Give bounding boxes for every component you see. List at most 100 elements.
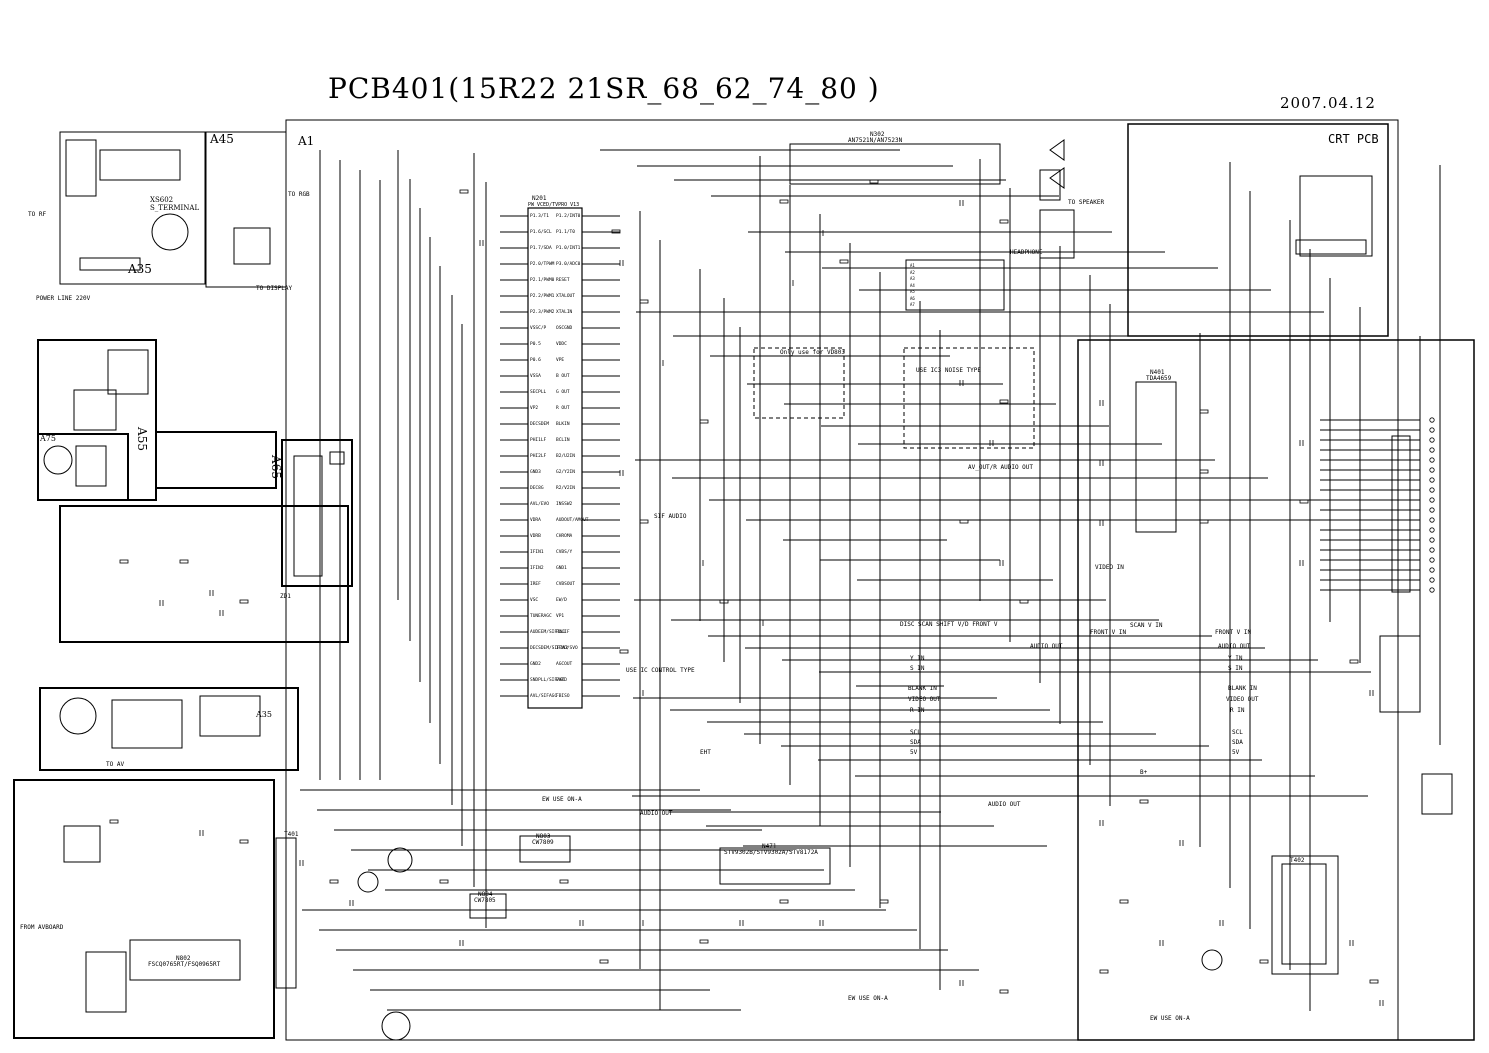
mcu-right-pin-label: PLLIF bbox=[556, 630, 570, 635]
net-label: AUDIO OUT bbox=[1030, 643, 1063, 650]
regulator-n804-outline bbox=[469, 893, 507, 919]
mcu-right-pin-label: VPE bbox=[556, 358, 565, 363]
net-label: BLANK IN bbox=[908, 685, 937, 692]
horiz-out-name: T402 bbox=[1290, 857, 1305, 864]
net-label: AUDIO OUT bbox=[1218, 643, 1251, 650]
legend-row: A1 bbox=[910, 263, 915, 268]
mcu-right-pin-label: GND1 bbox=[556, 566, 567, 571]
mcu-right-pin-label: VP1 bbox=[556, 614, 565, 619]
block-label-a45: A45 bbox=[210, 132, 234, 146]
net-label: EHT bbox=[700, 749, 711, 756]
connector-block-a75 bbox=[37, 433, 129, 501]
mcu-right-pin-label: B2/U2IN bbox=[556, 454, 575, 459]
mcu-left-pin-label: P0.6 bbox=[530, 358, 541, 363]
mcu-left-pin-label: AUDEEM/SIFIN1 bbox=[530, 630, 566, 635]
mcu-left-pin-label: GND3 bbox=[530, 470, 541, 475]
tuner-name: ZD1 bbox=[280, 593, 291, 600]
net-label: Y IN bbox=[1228, 655, 1243, 662]
main-mcu-outline bbox=[527, 207, 583, 709]
net-label: TO DISPLAY bbox=[256, 285, 293, 292]
net-label: USE IC CONTROL TYPE bbox=[626, 667, 695, 674]
mcu-right-pin-label: R2/V2IN bbox=[556, 486, 575, 491]
regulator-n803-outline bbox=[519, 835, 571, 863]
mcu-left-pin-label: DECSDEM/SIFIN2 bbox=[530, 646, 568, 651]
net-label: VIDEO OUT bbox=[1226, 696, 1259, 703]
mcu-left-pin-label: VSC bbox=[530, 598, 539, 603]
mcu-left-pin-label: DEC8G bbox=[530, 486, 544, 491]
mcu-left-pin-label: PHI1LF bbox=[530, 438, 547, 443]
regulator2-desc: CW7805 bbox=[474, 897, 496, 904]
flyback-name: T401 bbox=[284, 831, 299, 838]
mcu-right-pin-label: VDDC bbox=[556, 342, 567, 347]
mcu-left-pin-label: VP2 bbox=[530, 406, 539, 411]
net-label: BLANK IN bbox=[1228, 685, 1257, 692]
mcu-left-pin-label: SNDPLL/SIFAGC bbox=[530, 678, 566, 683]
mcu-right-pin-label: XTALIN bbox=[556, 310, 573, 315]
net-label: FROM AVBOARD bbox=[20, 924, 64, 931]
net-label: TO SPEAKER bbox=[1068, 199, 1105, 206]
mcu-right-pin-label: AGCOUT bbox=[556, 662, 573, 667]
connector-block-a35 bbox=[59, 131, 206, 285]
mcu-right-pin-label: BCLIN bbox=[556, 438, 570, 443]
net-label: SDA bbox=[1232, 739, 1243, 746]
audio-amp-name: N302 bbox=[870, 131, 885, 138]
net-label: EW USE ON-A bbox=[848, 995, 888, 1002]
mcu-right-pin-label: FBISO bbox=[556, 694, 570, 699]
mcu-left-pin-label: AVL/EVO bbox=[530, 502, 549, 507]
legend-row: A5 bbox=[910, 289, 915, 294]
mcu-left-pin-label: VDRA bbox=[530, 518, 541, 523]
schematic-title: PCB401(15R22 21SR_68_62_74_80 ) bbox=[328, 72, 880, 105]
vertical-ic-outline bbox=[719, 847, 831, 885]
mcu-right-pin-label: CVBS/Y bbox=[556, 550, 573, 555]
net-label: SDA bbox=[910, 739, 921, 746]
net-label: AV_OUT/R AUDIO OUT bbox=[968, 464, 1034, 471]
mcu-left-pin-label: P0.5 bbox=[530, 342, 541, 347]
audio-amp-desc: AN7521N/AN7523N bbox=[848, 137, 903, 144]
net-label: TO RGB bbox=[288, 191, 310, 198]
legend-row: A6 bbox=[910, 295, 915, 301]
net-label: FRONT V IN bbox=[1090, 629, 1127, 636]
mcu-right-pin-label: BLKIN bbox=[556, 422, 570, 427]
tv-switch-name: N401 bbox=[1150, 369, 1165, 376]
mcu-left-pin-label: VSSA bbox=[530, 374, 541, 379]
net-label: R IN bbox=[910, 707, 925, 714]
legend-row: A7 bbox=[910, 302, 915, 307]
legend-row: A3 bbox=[910, 276, 915, 281]
net-label: FRONT V IN bbox=[1215, 629, 1252, 636]
legend-table bbox=[905, 259, 1005, 311]
net-label: R IN bbox=[1230, 707, 1245, 714]
mcu-right-pin-label: G OUT bbox=[556, 390, 570, 395]
connector-block-a35-bottom bbox=[39, 687, 299, 771]
net-label: TO RF bbox=[28, 211, 47, 218]
mcu-left-pin-label: VSSC/P bbox=[530, 326, 547, 331]
net-label: SCAN V IN bbox=[1130, 622, 1163, 629]
horizontal-output-outline bbox=[1281, 863, 1327, 965]
mcu-left-pin-label: VDRB bbox=[530, 534, 541, 539]
mcu-right-pin-label: P3.0/ADC0 bbox=[556, 262, 581, 267]
net-label: SIF AUDIO bbox=[654, 513, 687, 520]
mcu-right-pin-label: P1.1/T0 bbox=[556, 230, 575, 235]
net-label: SCL bbox=[1232, 729, 1243, 736]
mcu-right-pin-label: EHTO bbox=[556, 678, 567, 683]
power-supply-block bbox=[13, 779, 275, 1039]
connector-block-a65 bbox=[281, 439, 353, 587]
power-ic-name: N802 bbox=[176, 955, 191, 962]
block-label-a35-bottom: A35 bbox=[256, 710, 272, 719]
net-label: VIDEO OUT bbox=[908, 696, 941, 703]
block-label-crt-pcb: CRT PCB bbox=[1328, 132, 1379, 146]
block-label-xs602: XS602 bbox=[150, 196, 174, 204]
vert-ic-name: N471 bbox=[762, 843, 777, 850]
mcu-left-pin-label: DECSDEM bbox=[530, 422, 549, 427]
regulator1-desc: CW7809 bbox=[532, 839, 554, 846]
net-label: AUDIO OUT bbox=[988, 801, 1021, 808]
audio-amp-outline bbox=[789, 143, 1001, 185]
mcu-right-pin-label: EW/D bbox=[556, 598, 567, 603]
mcu-right-pin-label: IFVO/SVO bbox=[556, 646, 578, 651]
flyback-transformer-outline bbox=[275, 837, 297, 989]
net-label: USE IC3 NOISE TYPE bbox=[916, 367, 982, 374]
mcu-right-pin-label: RESET bbox=[556, 278, 570, 283]
legend-row: A4 bbox=[910, 282, 915, 288]
net-label: Only use for VD803 bbox=[780, 349, 846, 356]
net-label: EW USE ON-A bbox=[542, 796, 582, 803]
